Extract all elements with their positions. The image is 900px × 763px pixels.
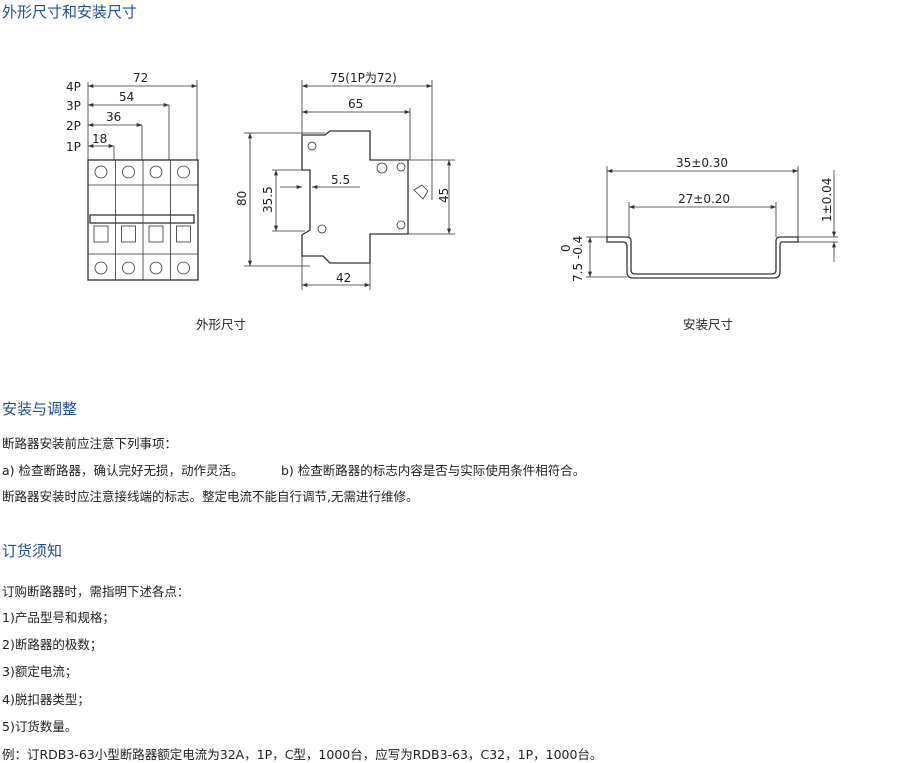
order-line: 订购断路器时，需指明下述各点： — [2, 584, 190, 599]
dim-rail-outer: 35±0.30 — [676, 156, 728, 170]
terminal-screw — [149, 165, 163, 179]
pole-handle — [148, 225, 164, 243]
terminal-screw — [94, 165, 108, 179]
caption-mount: 安装尺寸 — [683, 317, 734, 332]
section-title-install: 安装与调整 — [2, 400, 78, 418]
order-line: 1)产品型号和规格； — [2, 610, 115, 625]
terminal-screw — [177, 165, 190, 179]
order-line: 3)额定电流； — [2, 664, 78, 679]
terminal-screw — [94, 261, 108, 275]
pole-label: 4P — [66, 80, 81, 94]
pole-label: 2P — [66, 119, 81, 133]
dim-rail-depth-top: 0 — [559, 244, 573, 252]
install-line: a) 检查断路器，确认完好无损，动作灵活。 — [2, 463, 244, 478]
front-view: 4P 3P 2P 1P 72 54 36 18 — [66, 71, 199, 281]
side-view: 75(1P为72) 65 5.5 42 80 35.5 45 — [235, 71, 455, 290]
terminal-screw — [177, 261, 190, 275]
terminal-screw — [122, 165, 135, 179]
dim-rail-depth: 7.5 -0.4 — [571, 236, 585, 282]
width-label: 18 — [92, 132, 107, 146]
dim-depth: 65 — [348, 97, 363, 111]
pole-handle — [121, 225, 136, 243]
dim-height: 80 — [235, 191, 249, 206]
order-line: 5)订货数量。 — [2, 719, 78, 734]
install-line: 断路器安装时应注意接线端的标志。整定电流不能自行调节,无需进行维修。 — [2, 489, 419, 504]
order-line: 2)断路器的极数； — [2, 637, 103, 652]
terminal-screw — [122, 261, 135, 275]
order-example: 例：订RDB3-63小型断路器额定电流为32A，1P，C型，1000台，应写为R… — [2, 747, 603, 762]
dim-rail-thickness: 1±0.04 — [820, 178, 834, 222]
dimension-drawings: 4P 3P 2P 1P 72 54 36 18 75(1P为72) 65 5.5… — [66, 71, 838, 290]
caption-outline: 外形尺寸 — [196, 317, 247, 332]
din-rail-drawing: 35±0.30 27±0.20 1±0.04 0 7.5 -0.4 — [559, 156, 838, 282]
terminal-screw — [149, 261, 163, 275]
dim-offset: 5.5 — [331, 173, 350, 187]
pole-handle — [176, 225, 191, 243]
section-title-order: 订货须知 — [2, 542, 63, 560]
pole-label: 3P — [66, 99, 81, 113]
dim-base: 42 — [336, 271, 351, 285]
install-line: b) 检查断路器的标志内容是否与实际使用条件相符合。 — [281, 463, 586, 478]
width-label: 72 — [133, 71, 148, 85]
order-line: 4)脱扣器类型； — [2, 692, 90, 707]
dim-rail: 35.5 — [261, 186, 275, 213]
width-label: 36 — [106, 110, 121, 124]
install-line: 断路器安装前应注意下列事项： — [2, 436, 178, 451]
section-title-dimensions: 外形尺寸和安装尺寸 — [2, 3, 138, 21]
dim-face: 45 — [437, 188, 451, 203]
dim-rail-inner: 27±0.20 — [678, 192, 730, 206]
dim-overall: 75(1P为72) — [330, 71, 397, 85]
width-label: 54 — [119, 90, 134, 104]
pole-handle — [93, 225, 109, 243]
pole-label: 1P — [66, 140, 81, 154]
